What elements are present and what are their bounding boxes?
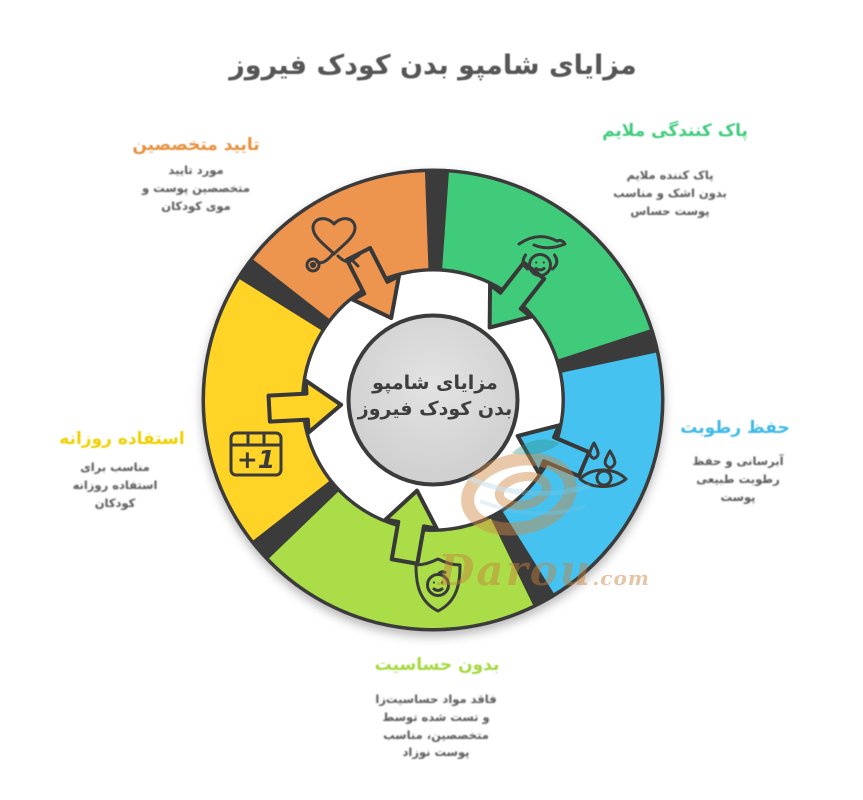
watermark-logo — [461, 439, 591, 536]
arrow-hypoallergenic — [383, 488, 439, 566]
arrow-gentle-cleansing — [487, 260, 547, 330]
heart-stethoscope-icon — [305, 217, 361, 273]
arrow-moisture — [515, 423, 592, 479]
watermark-suffix: .com — [592, 566, 650, 590]
center-title: مزایای شامپو بدن کودک فیروز — [350, 371, 520, 422]
center-title-line1: مزایای شامپو — [372, 372, 498, 394]
label-daily-use: استفاده روزانه — [59, 429, 185, 449]
hand-over-baby-icon — [517, 235, 567, 277]
label-gentle-cleansing: پاک کنندگی ملایم — [602, 121, 748, 141]
watermark-leaf — [512, 439, 560, 455]
shield-baby-face-icon — [414, 557, 462, 613]
watermark-name: Darou — [438, 546, 593, 595]
page-title: مزایای شامپو بدن کودک فیروز — [229, 50, 637, 81]
arrow-daily-use — [266, 378, 344, 435]
label-hypoallergenic: بدون حساسیت — [374, 655, 500, 675]
label-specialists: تایید متخصصین — [132, 135, 260, 155]
segment-gentle-cleansing — [442, 172, 650, 360]
label-moisture: حفظ رطوبت — [680, 418, 790, 438]
segment-specialists — [253, 172, 429, 319]
center-title-line2: بدن کودک فیروز — [357, 397, 513, 420]
water-drops-icon — [578, 441, 628, 488]
svg-text:+1: +1 — [237, 445, 275, 474]
watermark-text: Darou.com — [438, 546, 650, 595]
calendar-plus-one-icon: +1 — [229, 431, 283, 477]
center-circle — [350, 317, 516, 483]
